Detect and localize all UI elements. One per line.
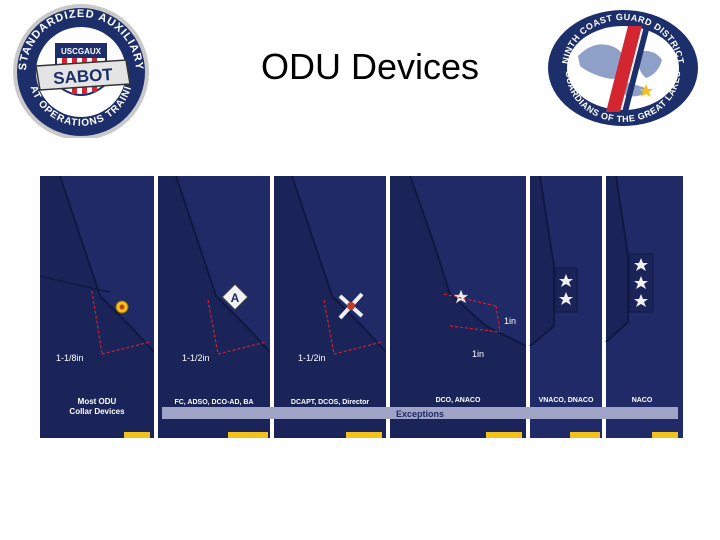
panel-caption: VNACO, DNACO <box>539 397 594 404</box>
panel-most-odu: 1-1/8in Most ODU Collar Devices <box>40 176 155 438</box>
panel-caption-line2: Collar Devices <box>69 407 125 416</box>
letter-device-icon: A <box>221 283 249 311</box>
panel-caption: FC, ADSO, DCO-AD, BA <box>174 399 253 406</box>
measure-label: 1-1/8in <box>56 353 84 363</box>
ninth-district-logo: NINTH COAST GUARD DISTRICT GUARDIANS OF … <box>548 10 698 126</box>
crossed-device-icon <box>338 292 364 320</box>
measure-label: 1-1/2in <box>298 353 326 363</box>
sabot-ribbon-text: SABOT <box>53 65 114 88</box>
measure-label-a: 1in <box>504 316 516 326</box>
exceptions-label: Exceptions <box>396 409 444 419</box>
two-star-icon <box>554 267 578 313</box>
racing-stripe-icon <box>606 26 650 112</box>
sabot-banner-text: USCGAUX <box>61 47 102 56</box>
single-star-icon <box>453 289 469 304</box>
panel-dcapt: 1-1/2in DCAPT, DCOS, Director <box>274 176 387 438</box>
slide-title: ODU Devices <box>260 46 480 87</box>
panel-naco: NACO <box>605 176 683 438</box>
gold-strip <box>124 432 678 438</box>
panel-fc-adso: A 1-1/2in FC, ADSO, DCO-AD, BA <box>158 176 271 438</box>
measure-label-b: 1in <box>472 349 484 359</box>
three-star-icon <box>628 253 654 313</box>
panel-dco-anaco: 1in 1in DCO, ANACO <box>390 176 527 438</box>
panel-caption: DCAPT, DCOS, Director <box>291 399 369 406</box>
star-icon <box>639 84 653 97</box>
panel-caption: DCO, ANACO <box>436 397 481 404</box>
sabot-logo: STANDARDIZED AUXILIARY BOAT OPERATIONS T… <box>8 2 149 138</box>
odu-collar-devices-figure: 1-1/8in Most ODU Collar Devices A 1-1/2i… <box>40 176 683 438</box>
panel-vnaco-dnaco: VNACO, DNACO <box>529 176 602 438</box>
measure-label: 1-1/2in <box>182 353 210 363</box>
ribbon-icon <box>35 59 131 91</box>
svg-text:A: A <box>231 291 240 305</box>
exceptions-bar <box>162 407 678 419</box>
panel-caption: NACO <box>632 397 653 404</box>
panel-caption: Most ODU <box>78 397 117 406</box>
